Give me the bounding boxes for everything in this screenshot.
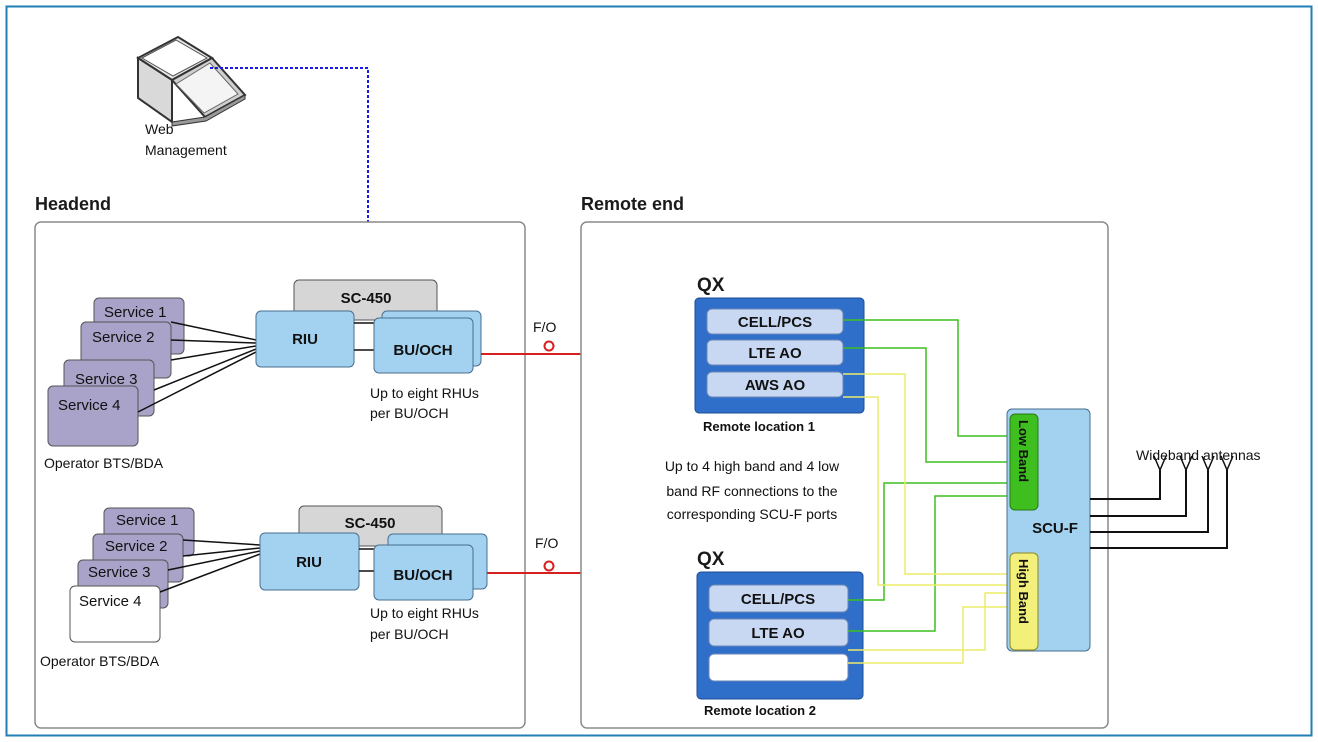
web-management-label-1: Web [145, 121, 174, 137]
headend-title: Headend [35, 194, 111, 214]
riu-label-b: RIU [296, 554, 322, 571]
service-3-label-b: Service 3 [88, 564, 151, 581]
sc-450-unit [293, 279, 438, 321]
bu-och-label: BU/OCH [393, 342, 452, 359]
antenna-feeds [1090, 470, 1228, 549]
high-band-port [1009, 552, 1039, 651]
service-card [47, 385, 139, 447]
qx1-module-cell [706, 308, 844, 335]
band-note-1: Up to 4 high band and 4 low [665, 458, 840, 474]
qx2-label: QX [697, 549, 725, 570]
service-1-label: Service 1 [104, 304, 167, 321]
high-band-links [843, 373, 1010, 664]
wideband-antennas-label: Wideband antennas [1136, 447, 1261, 463]
qx2-module-cell [708, 584, 849, 613]
scu-f-label: SCU-F [1032, 520, 1078, 537]
service-stack-bottom [69, 507, 195, 643]
remote-location-1-label: Remote location 1 [703, 419, 815, 434]
service-links-bottom [159, 539, 261, 593]
operator-label-bottom: Operator BTS/BDA [40, 653, 160, 669]
management-link [210, 67, 369, 280]
service-3-label: Service 3 [75, 371, 138, 388]
qx2-module-lte-label: LTE AO [751, 625, 805, 642]
qx2-module-cell-label: CELL/PCS [741, 591, 815, 608]
bu-och-label-b: BU/OCH [393, 567, 452, 584]
rhu-note-2: per BU/OCH [370, 405, 449, 421]
qx1-module-aws-label: AWS AO [745, 377, 806, 394]
service-links-top [137, 321, 257, 413]
service-stack-top [47, 297, 185, 447]
low-band-label: Low Band [1016, 420, 1031, 482]
high-band-label: High Band [1016, 559, 1031, 624]
service-4-label-b: Service 4 [79, 593, 142, 610]
sc-450-label: SC-450 [341, 290, 392, 307]
qx1-label: QX [697, 275, 725, 296]
outer-frame [5, 5, 1313, 737]
service-2-label-b: Service 2 [105, 538, 168, 555]
qx1-module-lte-label: LTE AO [748, 345, 802, 362]
qx2-module-lte [708, 618, 849, 647]
rhu-note-1: Up to eight RHUs [370, 385, 479, 401]
fo-label-top: F/O [533, 319, 556, 335]
qx1-module-cell-label: CELL/PCS [738, 314, 812, 331]
service-card [69, 585, 161, 643]
riu-unit [255, 310, 355, 368]
qx2-module-empty [708, 653, 849, 682]
web-management-label-2: Management [145, 142, 227, 158]
band-note-2: band RF connections to the [666, 483, 837, 499]
antenna-icon [1153, 455, 1234, 472]
bu-och-unit [373, 317, 474, 374]
band-note-3: corresponding SCU-F ports [667, 506, 837, 522]
service-4-label: Service 4 [58, 397, 121, 414]
operator-label-top: Operator BTS/BDA [44, 455, 164, 471]
low-band-port [1009, 413, 1039, 511]
remote-title: Remote end [581, 194, 684, 214]
service-1-label-b: Service 1 [116, 512, 179, 529]
rhu-note-1-b: Up to eight RHUs [370, 605, 479, 621]
rhu-note-2-b: per BU/OCH [370, 626, 449, 642]
service-2-label: Service 2 [92, 329, 155, 346]
riu-unit-b [259, 532, 360, 591]
qx1-module-lte [706, 339, 844, 366]
fiber-connector-top [543, 340, 555, 352]
low-band-links [843, 319, 1010, 632]
riu-label: RIU [292, 331, 318, 348]
bu-och-unit-b [373, 544, 474, 601]
qx1-module-aws [706, 371, 844, 398]
laptop-icon [136, 35, 247, 127]
fiber-connector-bottom [543, 560, 555, 572]
sc-450-label-b: SC-450 [345, 515, 396, 532]
fo-label-bottom: F/O [535, 535, 558, 551]
remote-location-2-label: Remote location 2 [704, 703, 816, 718]
